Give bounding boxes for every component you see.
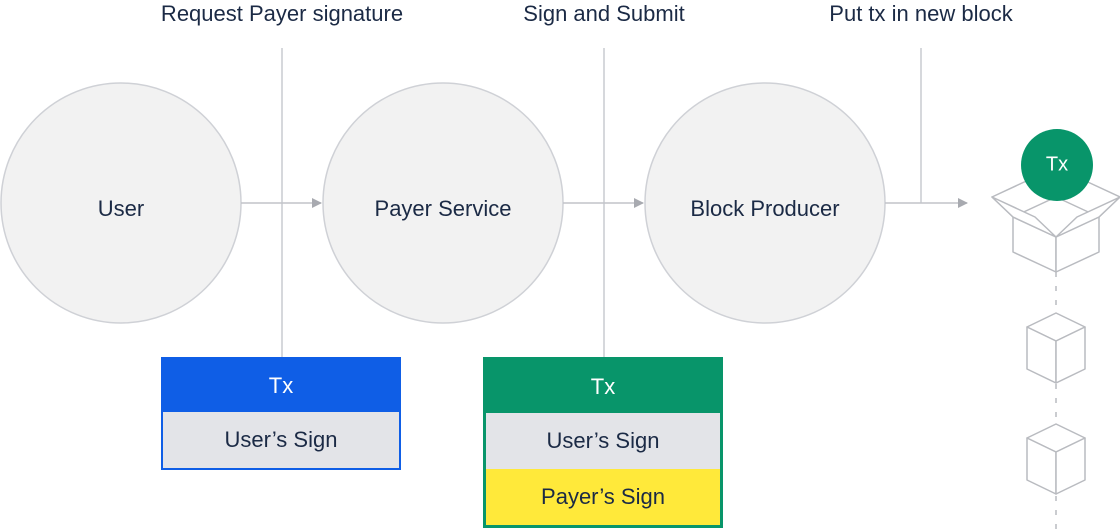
user-sign-row: User’s Sign (486, 413, 720, 469)
user-label: User (97, 196, 145, 221)
tx-user-signed-card: Tx User’s Sign (161, 357, 401, 470)
tx-fully-signed-card: Tx User’s Sign Payer’s Sign (483, 357, 723, 528)
block-producer-label: Block Producer (690, 196, 840, 221)
tx-badge-label: Tx (1045, 153, 1069, 176)
step-label-put-tx-in-new-block: Put tx in new block (829, 1, 1013, 26)
tx-header: Tx (486, 360, 720, 413)
step-label-request-payer-signature: Request Payer signature (160, 1, 404, 26)
tx-header: Tx (163, 359, 399, 412)
payer-sign-row: Payer’s Sign (486, 469, 720, 525)
chain-block-icon (1026, 312, 1086, 384)
step-label-sign-and-submit: Sign and Submit (523, 1, 685, 26)
user-sign-row: User’s Sign (163, 412, 399, 468)
tx-badge-circle (1021, 129, 1093, 201)
chain-block-icon (1026, 423, 1086, 495)
payer-service-label: Payer Service (374, 196, 512, 221)
